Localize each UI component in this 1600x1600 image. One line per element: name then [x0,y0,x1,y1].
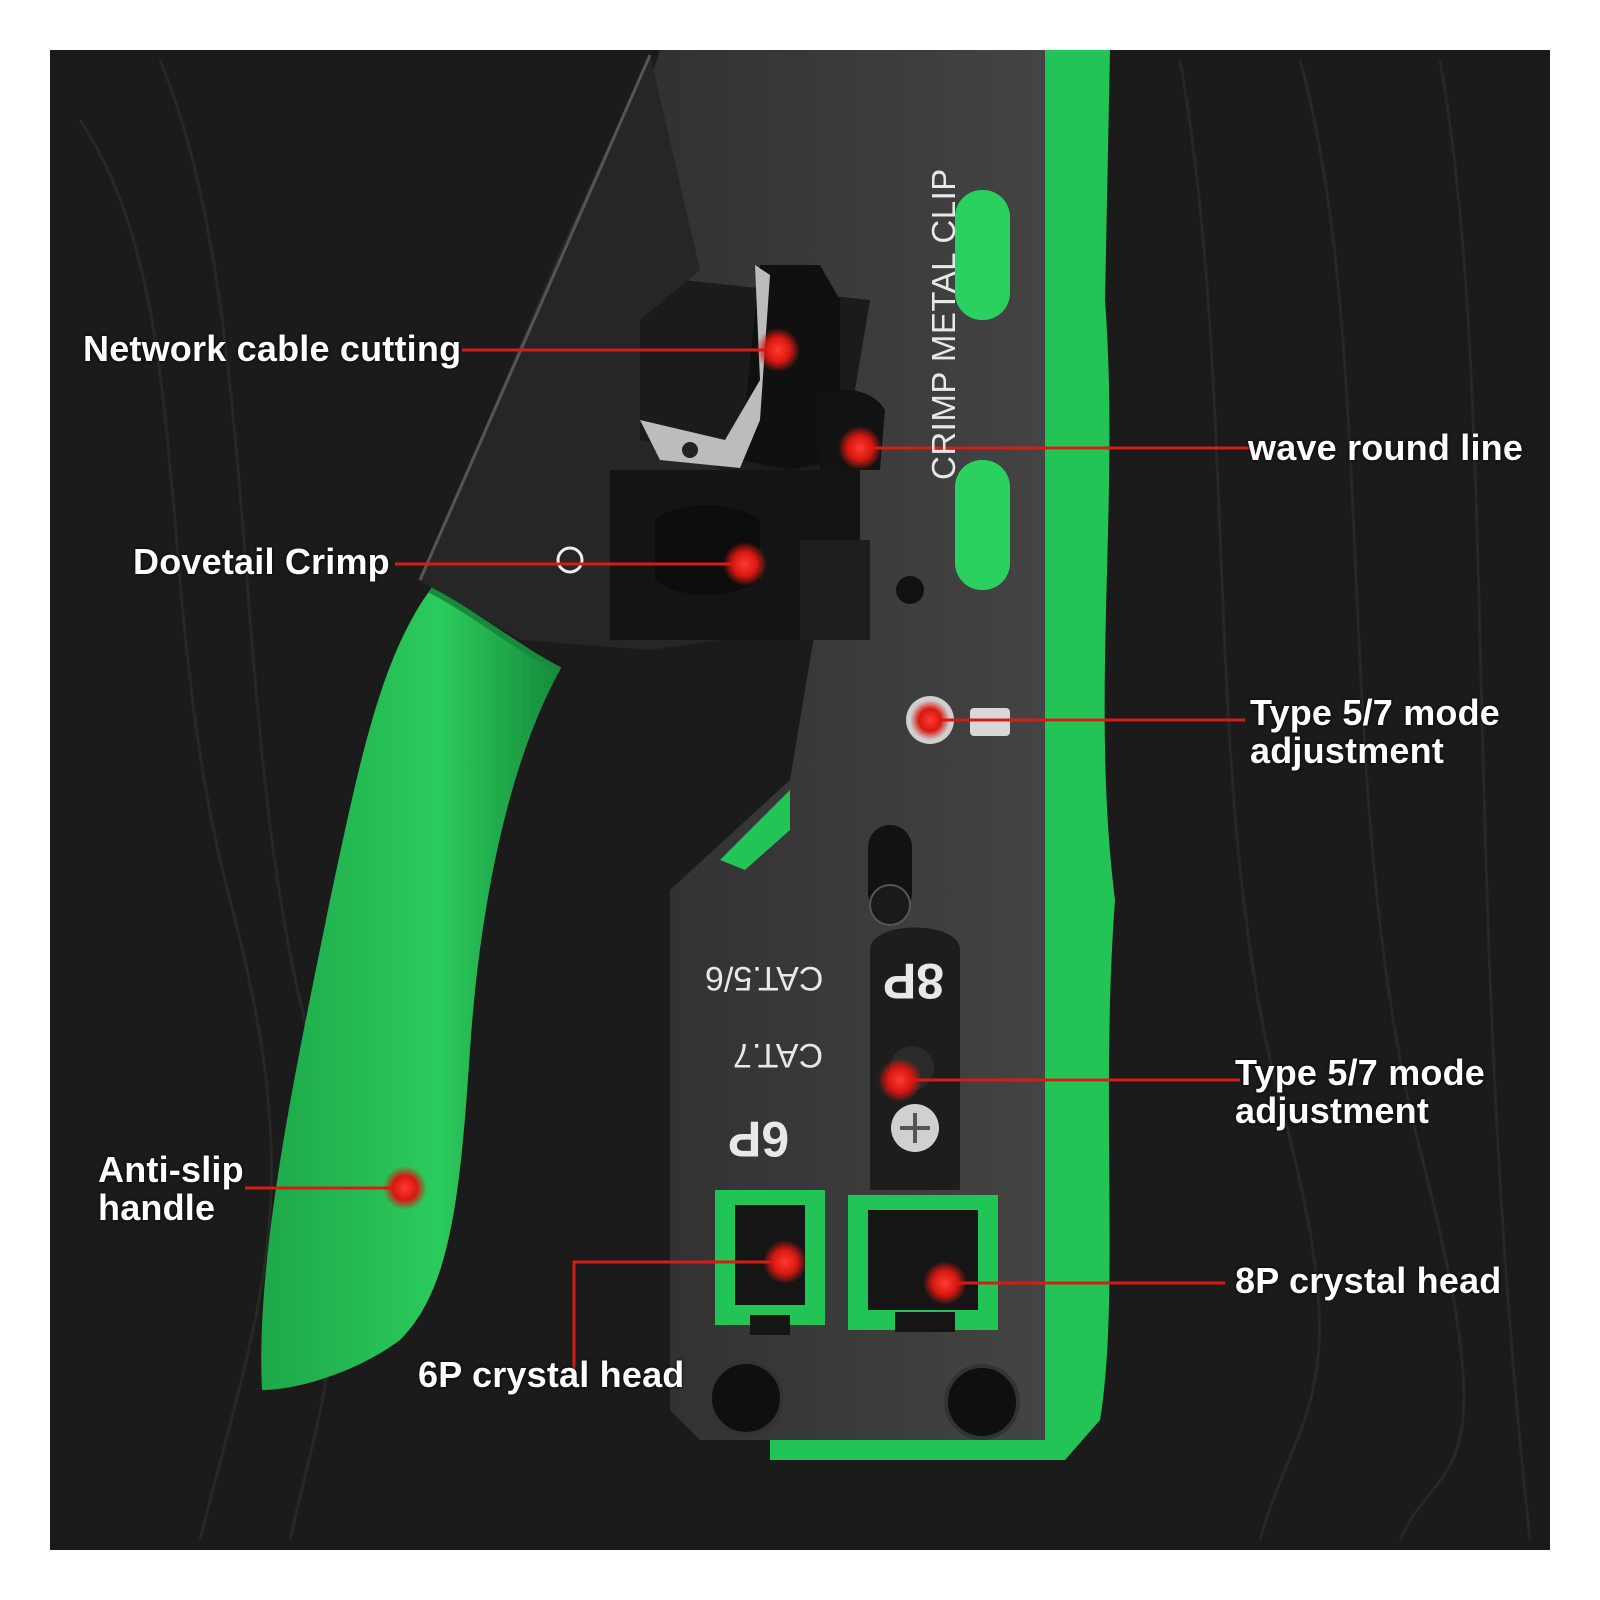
green-slot-lower [955,460,1010,590]
dot-type-57-upper [910,700,950,740]
dot-wave-round-line [838,426,882,470]
label-dovetail-crimp: Dovetail Crimp [133,541,390,582]
wood-grain [78,59,1532,1541]
label-type-57-mode-adjustment-lower: Type 5/7 mode adjustment [1235,1052,1486,1131]
label-anti-slip-handle: Anti-slip handle [98,1149,244,1228]
label-type-57-mode-adjustment-upper: Type 5/7 mode adjustment [1250,692,1501,771]
label-6p-crystal-head: 6P crystal head [418,1354,685,1395]
dot-6p-crystal-head [763,1240,807,1284]
cat7-marking: CAT.7 [733,1036,824,1074]
leader-lines [245,348,1250,1376]
cat56-marking: CAT.5/6 [705,959,824,997]
dot-8p-crystal-head [923,1261,967,1305]
label-8p-crystal-head: 8P crystal head [1235,1260,1502,1301]
label-wave-round-line: wave round line [1248,427,1524,468]
8p-marking: 8P [883,953,945,1009]
green-slot-upper [955,190,1010,320]
label-network-cable-cutting: Network cable cutting [83,328,462,369]
anti-slip-handle-shape [261,590,560,1390]
8p-port [848,1195,998,1332]
dot-anti-slip-handle [383,1166,427,1210]
dot-network-cable-cutting [756,328,800,372]
callout-dots [383,328,967,1305]
crimp-metal-clip-text: CRIMP METAL CLIP [925,168,962,480]
dot-dovetail-crimp [723,542,767,586]
dot-type-57-lower [878,1058,922,1102]
green-body-rail [770,50,1115,1460]
6p-marking: 6P [728,1111,790,1167]
